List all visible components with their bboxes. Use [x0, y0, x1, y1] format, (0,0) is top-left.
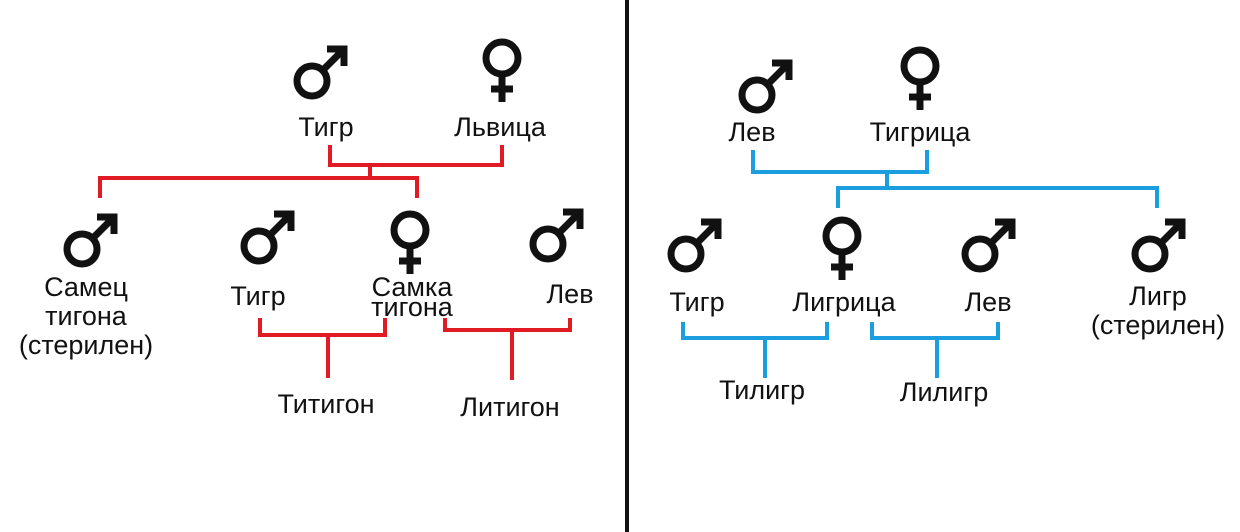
left-child-lion-label: Лев: [546, 279, 594, 309]
left-grandchild-litigon-label: Литигон: [460, 392, 560, 422]
male-symbol-icon: [63, 213, 118, 268]
female-symbol-icon: [822, 216, 862, 280]
male-symbol-icon: [961, 218, 1016, 273]
left-grandchild-titigon-label: Титигон: [277, 389, 375, 419]
left-parent-female-label: Львица: [454, 112, 546, 142]
right-parent-female-label: Тигрица: [869, 117, 971, 147]
right-child-lion-label: Лев: [964, 287, 1012, 317]
right-child-tiger-label: Тигр: [669, 287, 725, 317]
female-symbol-icon: [482, 38, 522, 102]
left-parent-connector: [328, 145, 504, 167]
right-child-liger-label: Лигр (стерилен): [1090, 281, 1226, 340]
male-symbol-icon: [240, 210, 295, 265]
left-child-tiger-label: Тигр: [230, 281, 286, 311]
male-symbol-icon: [293, 45, 348, 100]
right-grandchild-liliger-label: Лилигр: [899, 377, 989, 407]
right-tree-connectors: [681, 150, 1159, 378]
male-symbol-icon: [667, 218, 722, 273]
female-symbol-icon: [390, 210, 430, 274]
left-titigon-bracket: [258, 318, 387, 337]
right-parent-connector: [751, 150, 929, 174]
right-child-ligress-label: Лигрица: [792, 287, 896, 317]
left-litigon-bracket: [443, 318, 572, 332]
right-tiliger-bracket: [681, 322, 829, 340]
right-grandchild-tiliger-label: Тилигр: [718, 375, 806, 405]
panel-divider: [625, 0, 629, 532]
left-tree-connectors: [98, 145, 572, 380]
left-children-bar: [98, 176, 419, 198]
male-symbol-icon: [1131, 218, 1186, 273]
right-children-bar: [836, 186, 1159, 208]
right-parent-male-label: Лев: [728, 117, 776, 147]
female-symbol-icon: [900, 46, 940, 110]
left-parent-male-label: Тигр: [298, 112, 354, 142]
male-symbol-icon: [529, 208, 584, 263]
left-child-female-tigon-label: Самка тигона: [371, 272, 453, 322]
left-child-male-tigon-label: Самец тигона (стерилен): [18, 272, 154, 360]
right-liliger-bracket: [870, 322, 1000, 340]
male-symbol-icon: [738, 59, 793, 114]
